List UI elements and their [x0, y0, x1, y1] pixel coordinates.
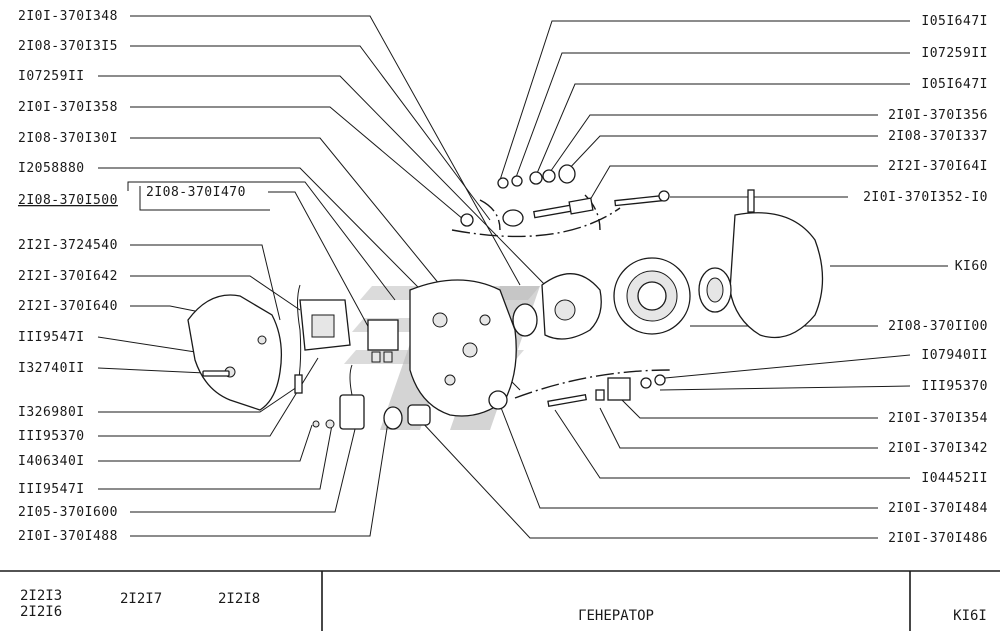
label-right: 2I0I-370I354 — [888, 411, 988, 426]
part-labels-right: I05I647I I07259II I05I647I 2I0I-370I356 … — [863, 14, 988, 546]
label-left: 2I08-370I30I — [18, 131, 118, 146]
bushing — [383, 406, 403, 430]
leader-lines-right — [419, 20, 948, 539]
label-right: I05I647I — [921, 14, 988, 29]
label-left: I07259II — [18, 69, 85, 84]
label-right: 2I0I-370I356 — [888, 108, 988, 123]
label-left: I2058880 — [18, 161, 85, 176]
label-left: 2I2I-3724540 — [18, 238, 118, 253]
capacitor — [339, 394, 365, 430]
label-left: I326980I — [18, 405, 85, 420]
through-bolt — [614, 194, 666, 207]
label-right: 2I0I-370I352-I0 — [863, 190, 988, 205]
bearing — [488, 390, 508, 410]
label-right: KI60 — [955, 259, 988, 274]
label-right: 2I0I-370I484 — [888, 501, 988, 516]
screw — [202, 370, 230, 377]
label-right: 2I0I-370I342 — [888, 441, 988, 456]
label-left-underlined: 2I08-370I500 — [18, 193, 118, 208]
label-left: III95370 — [18, 429, 85, 444]
label-left: 2I2I-370I642 — [18, 269, 118, 284]
rear-cover — [187, 294, 283, 411]
assembly-bracket — [139, 186, 270, 211]
o-ring — [512, 303, 538, 337]
label-right: 2I08-370II00 — [888, 319, 988, 334]
label-left: 2I05-370I600 — [18, 505, 118, 520]
leader-lines-left — [97, 15, 551, 537]
generator-parts — [187, 164, 824, 430]
label-left: 2I0I-370I488 — [18, 529, 118, 544]
label-left: 2I08-370I470 — [146, 185, 246, 200]
label-right: I07940II — [921, 348, 988, 363]
model-code: 2I2I3 — [20, 588, 62, 604]
diode-holder — [607, 377, 631, 401]
label-right: I04452II — [921, 471, 988, 486]
label-left: 2I08-370I3I5 — [18, 39, 118, 54]
label-right: III95370 — [921, 379, 988, 394]
page-code: KI6I — [953, 608, 987, 624]
assembly-axes — [451, 194, 671, 399]
label-right: I05I647I — [921, 77, 988, 92]
label-right: 2I2I-370I64I — [888, 159, 988, 174]
label-left: 2I2I-370I640 — [18, 299, 118, 314]
diagram-title: ГЕНЕРАТОР — [578, 608, 654, 624]
front-housing — [729, 212, 824, 339]
footer: 2I2I3 2I2I6 2I2I7 2I2I8 ГЕНЕРАТОР KI6I — [0, 570, 1000, 631]
model-code: 2I2I6 — [20, 604, 62, 620]
label-left: I406340I — [18, 454, 85, 469]
label-left: 2I0I-370I358 — [18, 100, 118, 115]
label-right: 2I08-370I337 — [888, 129, 988, 144]
label-left: I32740II — [18, 361, 85, 376]
terminal-block — [367, 319, 399, 351]
model-code: 2I2I7 — [120, 591, 162, 607]
label-right: 2I0I-370I486 — [888, 531, 988, 546]
label-left: III9547I — [18, 330, 85, 345]
label-left: 2I0I-370I348 — [18, 9, 118, 24]
label-right: I07259II — [921, 46, 988, 61]
label-left: III9547I — [18, 482, 85, 497]
model-code: 2I2I8 — [218, 591, 260, 607]
part-labels-left: 2I0I-370I348 2I08-370I3I5 I07259II 2I0I-… — [18, 9, 246, 544]
